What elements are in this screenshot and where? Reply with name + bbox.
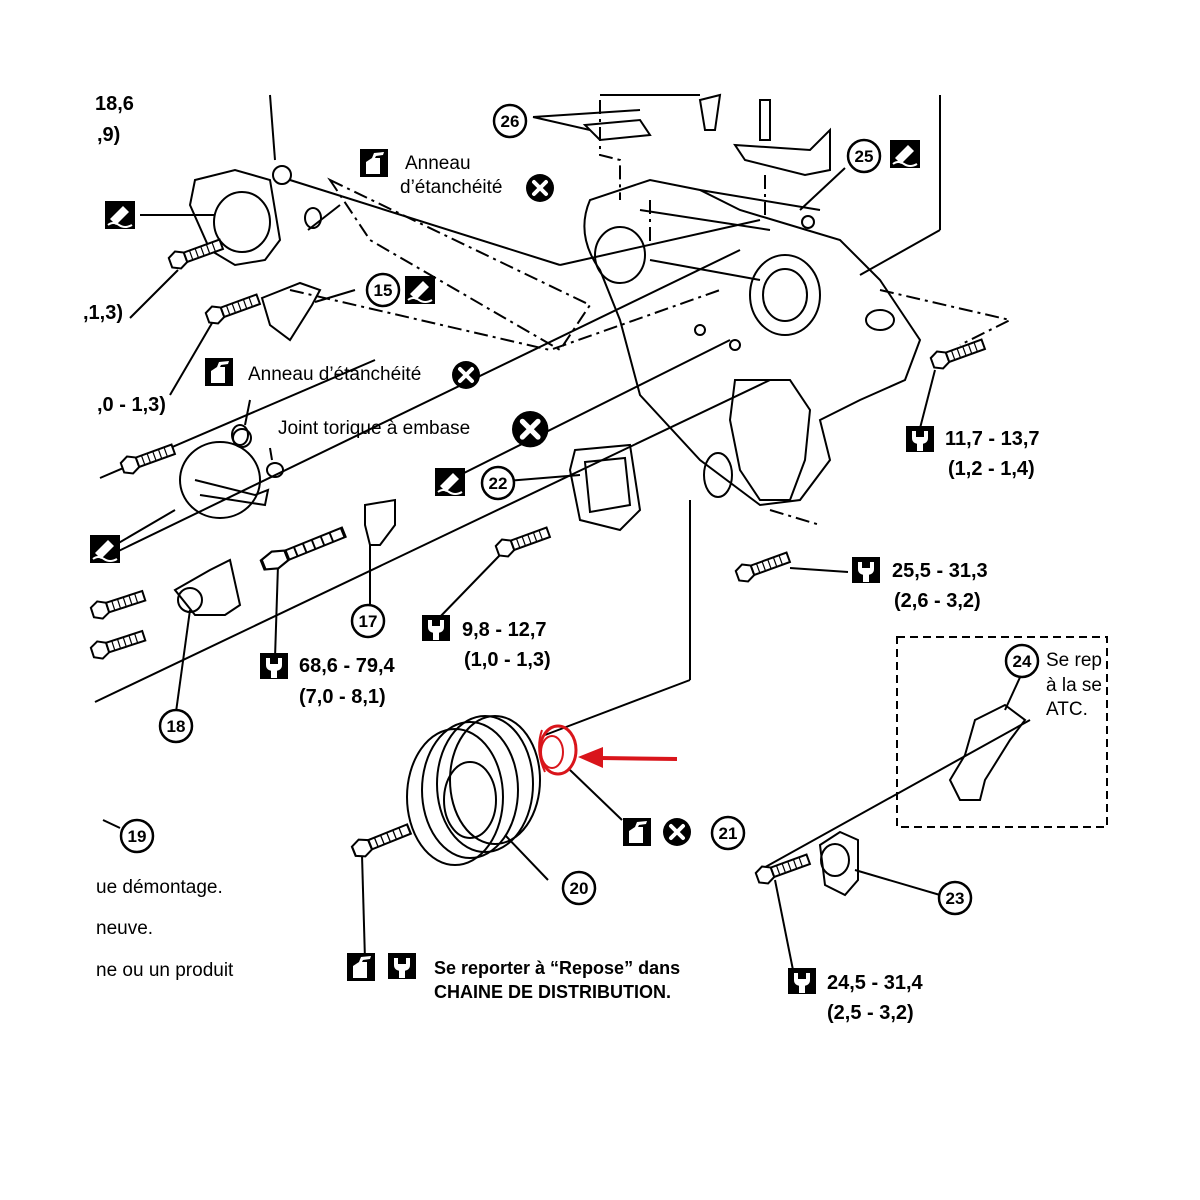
torque-value-a-kg: ,9): [97, 124, 121, 146]
oil-can-icon: [623, 818, 651, 846]
torque-value-g: 68,6 - 79,4: [299, 655, 395, 677]
torque-value-h-kg: (2,5 - 3,2): [827, 1002, 914, 1024]
svg-text:26: 26: [501, 112, 520, 131]
torque-wrench-icon: [906, 426, 934, 452]
callout-20: 20: [561, 870, 597, 906]
torque-wrench-icon: [388, 953, 416, 979]
callout-26: 26: [492, 103, 528, 139]
torque-wrench-icon: [260, 653, 288, 679]
replace-x-icon: [661, 816, 693, 848]
torque-value-c: ,0 - 1,3): [97, 394, 166, 416]
replace-x-icon: [450, 359, 482, 391]
svg-text:25: 25: [855, 147, 874, 166]
svg-text:24: 24: [1013, 652, 1032, 671]
torque-value-e-kg: (2,6 - 3,2): [894, 590, 981, 612]
seal-ring-label-mid: Anneau d’étanchéité: [248, 364, 422, 385]
note-24-line-2: à la se: [1046, 675, 1102, 696]
svg-text:17: 17: [359, 612, 378, 631]
callout-25: 25: [846, 138, 882, 174]
legend-line-1: ue démontage.: [96, 877, 223, 898]
sealant-icon: [434, 467, 466, 497]
oil-can-icon: [347, 953, 375, 981]
callout-15: 15: [365, 272, 401, 308]
svg-text:19: 19: [128, 827, 147, 846]
svg-text:23: 23: [946, 889, 965, 908]
seal-ring-label: Anneau: [405, 153, 471, 174]
callout-17: 17: [350, 603, 386, 639]
callout-24: 24: [1004, 643, 1040, 679]
callout-22: 22: [480, 465, 516, 501]
refer-note-line-1: Se reporter à “Repose” dans: [434, 958, 681, 978]
oring-flange-label: Joint torique à embase: [278, 418, 471, 439]
note-24-line-3: ATC.: [1046, 699, 1088, 720]
oil-can-icon: [360, 149, 388, 177]
note-24-line-1: Se rep: [1046, 650, 1102, 671]
oil-can-icon: [205, 358, 233, 386]
torque-wrench-icon: [422, 615, 450, 641]
torque-value-f: 9,8 - 12,7: [462, 619, 547, 641]
replace-x-icon: [524, 172, 556, 204]
legend-line-3: ne ou un produit: [96, 960, 234, 981]
torque-value-f-kg: (1,0 - 1,3): [464, 649, 551, 671]
sealant-icon: [104, 200, 136, 230]
svg-text:15: 15: [374, 281, 393, 300]
svg-text:22: 22: [489, 474, 508, 493]
callout-19: 19: [119, 818, 155, 854]
torque-value-h: 24,5 - 31,4: [827, 972, 923, 994]
red-arrow: [578, 747, 678, 768]
callout-18: 18: [158, 708, 194, 744]
svg-text:18: 18: [167, 717, 186, 736]
torque-wrench-icon: [788, 968, 816, 994]
torque-value-d-kg: (1,2 - 1,4): [948, 458, 1035, 480]
torque-value-d: 11,7 - 13,7: [945, 428, 1040, 450]
replace-x-icon: [512, 411, 548, 447]
callout-23: 23: [937, 880, 973, 916]
seal-ring-label-2: d’étanchéité: [400, 177, 503, 198]
sealant-icon: [404, 275, 436, 305]
torque-value-b: ,1,3): [83, 302, 124, 324]
sealant-icon: [889, 139, 921, 169]
front-oil-seal-highlight: [538, 724, 578, 776]
legend-line-2: neuve.: [96, 918, 154, 939]
callout-21: 21: [710, 815, 746, 851]
refer-note-line-2: CHAINE DE DISTRIBUTION.: [434, 982, 672, 1002]
svg-text:21: 21: [719, 824, 738, 843]
torque-wrench-icon: [852, 557, 880, 583]
torque-value-g-kg: (7,0 - 8,1): [299, 686, 386, 708]
torque-value-a: 18,6: [95, 93, 134, 115]
svg-text:20: 20: [570, 879, 589, 898]
torque-value-e: 25,5 - 31,3: [892, 560, 988, 582]
sealant-icon: [89, 534, 121, 564]
